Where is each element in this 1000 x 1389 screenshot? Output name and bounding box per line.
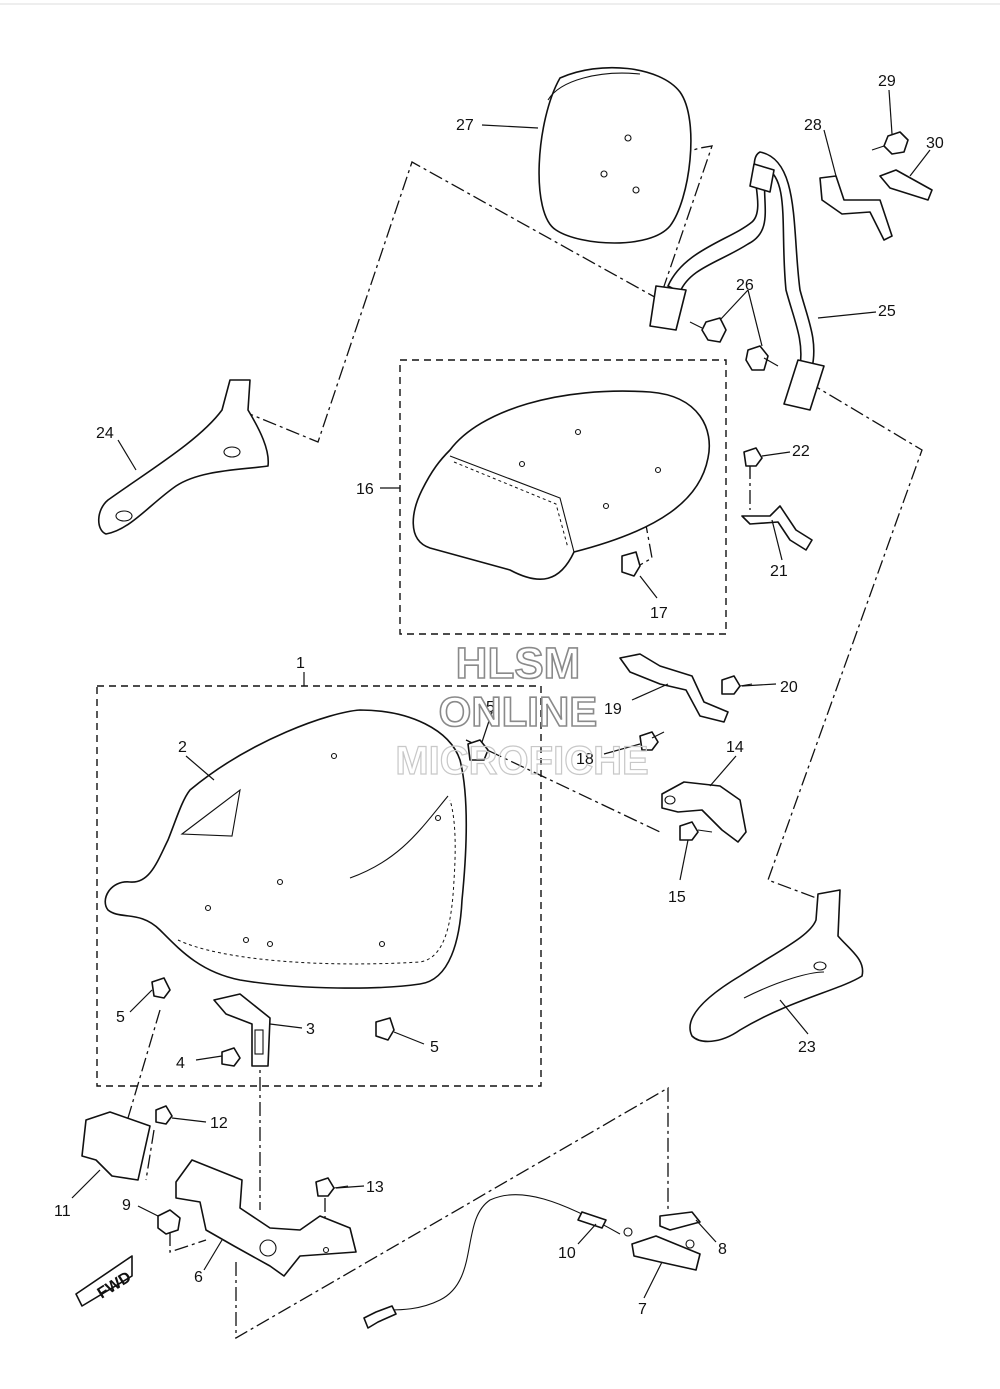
grab-bar-left xyxy=(97,379,270,535)
callout-15: 15 xyxy=(668,889,686,906)
bolt-18 xyxy=(639,731,665,751)
backrest-bar xyxy=(649,151,825,411)
callout-11: 11 xyxy=(54,1203,71,1220)
bracket-3 xyxy=(213,993,271,1067)
bolt-13 xyxy=(315,1177,349,1197)
callout-5c: 5 xyxy=(430,1039,439,1056)
callout-18: 18 xyxy=(576,751,594,768)
main-seat xyxy=(104,709,468,989)
callout-20: 20 xyxy=(780,679,798,696)
bracket-14 xyxy=(661,781,747,843)
watermark: HLSM ONLINE MICROFICHE xyxy=(395,638,650,783)
group-box-seat-assembly xyxy=(96,685,542,1087)
callout-6: 6 xyxy=(194,1269,203,1286)
damper-5 xyxy=(151,739,489,1041)
bolt-22 xyxy=(743,447,763,478)
callout-12: 12 xyxy=(210,1115,228,1132)
bolt-26 xyxy=(689,317,779,371)
bolt-15 xyxy=(679,821,713,841)
clip-30 xyxy=(879,169,933,201)
bracket-28 xyxy=(819,175,893,241)
callout-5a: 5 xyxy=(486,699,495,716)
nut-9 xyxy=(157,1209,181,1235)
callout-22: 22 xyxy=(792,443,810,460)
callout-30: 30 xyxy=(926,135,944,152)
lock-plate-8 xyxy=(659,1211,701,1231)
fwd-arrow-icon: FWD xyxy=(75,1255,134,1307)
callout-16: 16 xyxy=(356,481,374,498)
callout-13: 13 xyxy=(366,1179,384,1196)
callout-24: 24 xyxy=(96,425,114,442)
bracket-19 xyxy=(619,653,729,723)
callout-3: 3 xyxy=(306,1021,315,1038)
callout-27: 27 xyxy=(456,117,474,134)
nut-4 xyxy=(221,1047,241,1067)
base-plate-6 xyxy=(175,1159,357,1277)
callout-29: 29 xyxy=(878,73,896,90)
watermark-line3: MICROFICHE xyxy=(395,739,648,783)
callout-14: 14 xyxy=(726,739,744,756)
backrest-pad xyxy=(538,66,692,244)
callout-labels: 1 2 3 4 5 5 5 6 7 8 8 9 10 11 12 13 14 1… xyxy=(54,73,944,1318)
callout-25: 25 xyxy=(878,303,896,320)
callout-5b: 5 xyxy=(116,1009,125,1026)
callout-9: 9 xyxy=(122,1197,131,1214)
callout-26: 26 xyxy=(736,277,754,294)
leader-lines xyxy=(71,89,931,1299)
callout-4: 4 xyxy=(176,1055,185,1072)
bolt-29 xyxy=(871,131,909,155)
callout-1: 1 xyxy=(296,655,305,672)
callout-21: 21 xyxy=(770,563,788,580)
bracket-21 xyxy=(741,505,813,551)
grab-bar-right xyxy=(689,889,864,1043)
callout-8b: 8 xyxy=(718,1241,727,1258)
bolt-20 xyxy=(721,675,753,695)
watermark-line2: ONLINE xyxy=(439,688,598,735)
cable-10 xyxy=(363,1194,633,1329)
callout-17: 17 xyxy=(650,605,668,622)
callout-28: 28 xyxy=(804,117,822,134)
rear-seat xyxy=(412,390,710,581)
damper-17 xyxy=(621,551,641,577)
callout-19: 19 xyxy=(604,701,622,718)
callout-23: 23 xyxy=(798,1039,816,1056)
lock-7 xyxy=(631,1235,701,1271)
bolt-12 xyxy=(155,1105,173,1125)
callout-10: 10 xyxy=(558,1245,576,1262)
callout-7: 7 xyxy=(638,1301,647,1318)
bracket-11 xyxy=(81,1111,151,1181)
group-box-rear-seat xyxy=(399,359,727,635)
watermark-line1: HLSM xyxy=(456,639,581,688)
callout-2: 2 xyxy=(178,739,187,756)
